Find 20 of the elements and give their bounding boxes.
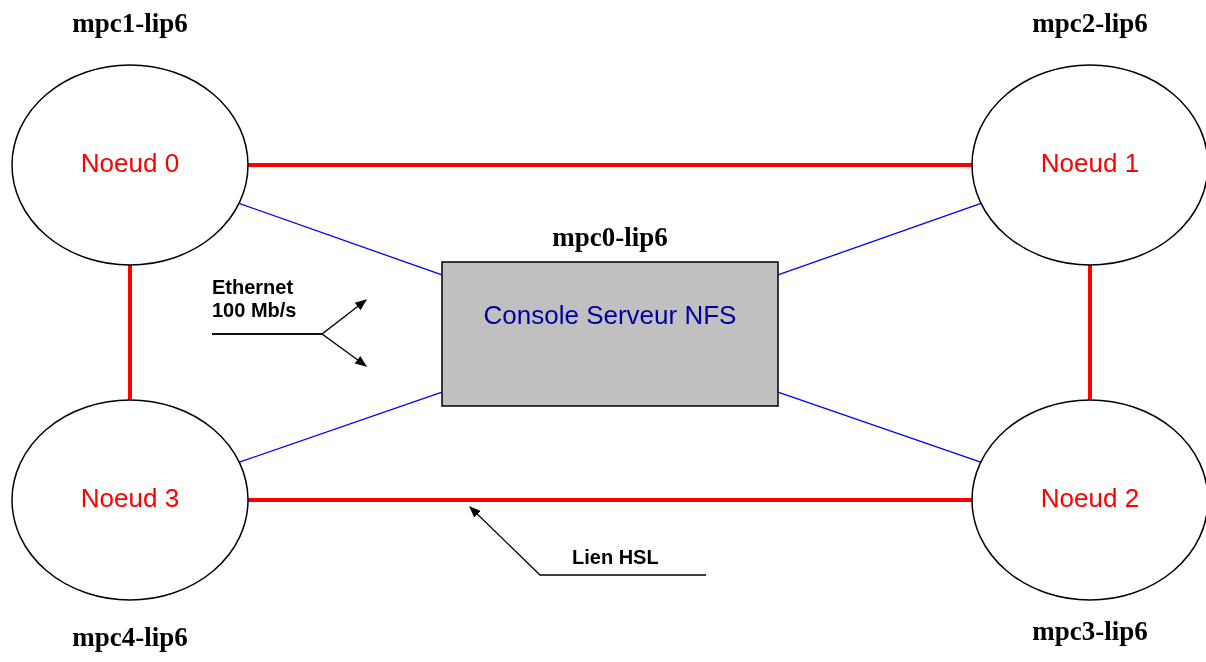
ethernet-link bbox=[238, 391, 443, 463]
node-label: Noeud 1 bbox=[1039, 148, 1141, 179]
host-name: mpc0-lip6 bbox=[551, 222, 669, 253]
ethernet-link bbox=[238, 202, 443, 276]
hsl-link bbox=[1088, 265, 1092, 400]
node-label: Noeud 2 bbox=[1039, 483, 1141, 514]
hsl-link bbox=[248, 163, 972, 167]
callout-label: Ethernet 100 Mb/s bbox=[212, 276, 298, 322]
leader-line bbox=[211, 333, 367, 367]
host-name: mpc2-lip6 bbox=[1031, 8, 1149, 39]
leader-line bbox=[469, 506, 707, 576]
callout-label: Lien HSL bbox=[572, 546, 660, 569]
node-label: Noeud 3 bbox=[79, 483, 181, 514]
node-label: Noeud 0 bbox=[79, 148, 181, 179]
host-name: mpc3-lip6 bbox=[1031, 616, 1149, 647]
hsl-link bbox=[128, 265, 132, 400]
node-label: Console Serveur NFS bbox=[482, 300, 738, 331]
host-name: mpc1-lip6 bbox=[71, 8, 189, 39]
hsl-link bbox=[248, 498, 972, 502]
host-name: mpc4-lip6 bbox=[71, 622, 189, 653]
